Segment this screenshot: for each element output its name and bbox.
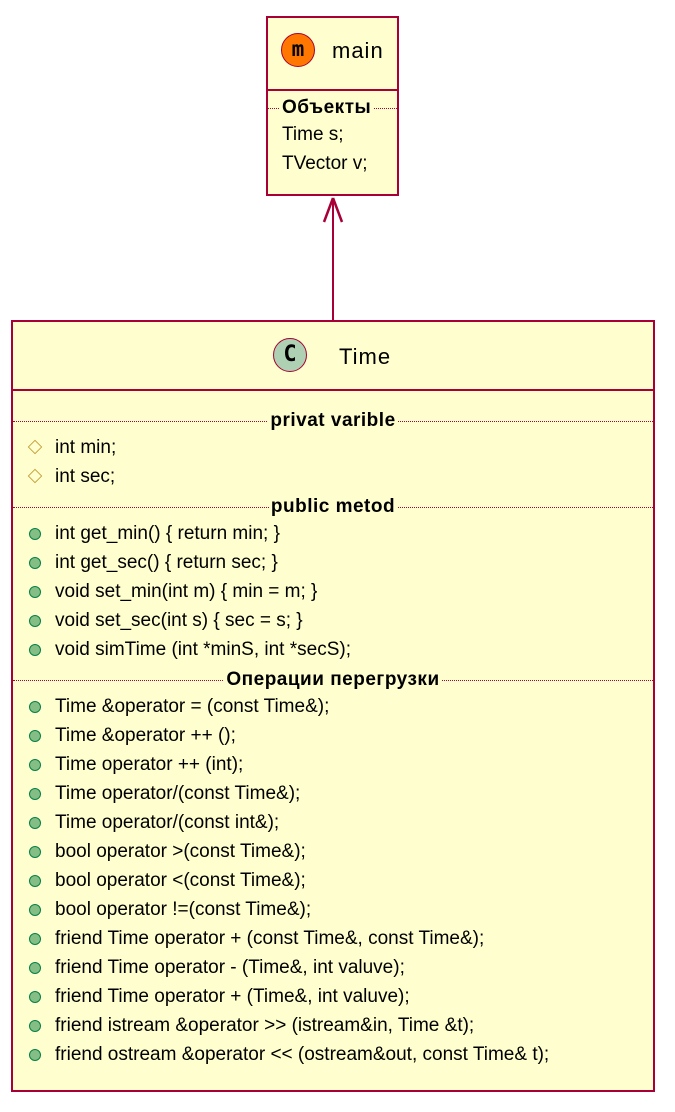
section-title: Операции перегрузки <box>224 668 442 692</box>
public-visibility-icon <box>29 615 41 627</box>
member-text: Time &operator = (const Time&); <box>55 696 330 717</box>
operator-method: bool operator !=(const Time&); <box>13 895 653 924</box>
public-method: void set_min(int m) { min = m; } <box>13 577 653 606</box>
time-class-header: C Time <box>13 322 653 391</box>
public-visibility-icon <box>29 701 41 713</box>
operator-method: friend istream &operator >> (istream&in,… <box>13 1011 653 1040</box>
private-member: int sec; <box>13 462 653 491</box>
public-visibility-icon <box>29 904 41 916</box>
member-text: void simTime (int *minS, int *secS); <box>55 639 351 660</box>
section-separator: privat varible <box>13 409 653 433</box>
section-title: privat varible <box>268 409 398 433</box>
operator-method: Time &operator ++ (); <box>13 721 653 750</box>
time-class-box: C Time privat varible int min; int sec; … <box>11 320 655 1092</box>
private-visibility-icon <box>27 468 43 484</box>
main-field: TVector v; <box>282 153 368 174</box>
member-text: int get_sec() { return sec; } <box>55 552 278 573</box>
member-text: friend istream &operator >> (istream&in,… <box>55 1015 475 1036</box>
time-class-name: Time <box>339 344 392 369</box>
class-stereotype-icon: C <box>273 338 307 372</box>
main-class-box: m main Объекты Time s; TVector v; <box>266 16 399 196</box>
public-visibility-icon <box>29 962 41 974</box>
member-text: bool operator !=(const Time&); <box>55 899 312 920</box>
member-text: int sec; <box>55 466 116 487</box>
public-visibility-icon <box>29 991 41 1003</box>
operator-method: friend Time operator - (Time&, int valuv… <box>13 953 653 982</box>
public-visibility-icon <box>29 788 41 800</box>
section-separator: public metod <box>13 495 653 519</box>
public-visibility-icon <box>29 846 41 858</box>
operator-method: Time &operator = (const Time&); <box>13 692 653 721</box>
public-visibility-icon <box>29 933 41 945</box>
member-text: friend ostream &operator << (ostream&out… <box>55 1044 550 1065</box>
member-text: void set_sec(int s) { sec = s; } <box>55 610 303 631</box>
public-visibility-icon <box>29 730 41 742</box>
public-visibility-icon <box>29 1049 41 1061</box>
public-visibility-icon <box>29 586 41 598</box>
public-visibility-icon <box>29 759 41 771</box>
public-visibility-icon <box>29 1020 41 1032</box>
main-section-title: Объекты <box>280 96 374 120</box>
section-title: public metod <box>268 495 398 519</box>
member-text: friend Time operator + (Time&, int valuv… <box>55 986 410 1007</box>
operator-method: bool operator <(const Time&); <box>13 866 653 895</box>
public-method: int get_sec() { return sec; } <box>13 548 653 577</box>
public-method: void set_sec(int s) { sec = s; } <box>13 606 653 635</box>
main-class-header: m main <box>268 18 397 91</box>
public-visibility-icon <box>29 817 41 829</box>
member-text: bool operator <(const Time&); <box>55 870 306 891</box>
private-visibility-icon <box>27 439 43 455</box>
member-text: int get_min() { return min; } <box>55 523 280 544</box>
module-stereotype-icon: m <box>281 33 315 67</box>
operator-method: friend Time operator + (Time&, int valuv… <box>13 982 653 1011</box>
section-separator: Операции перегрузки <box>13 668 653 692</box>
member-text: int min; <box>55 437 117 458</box>
member-text: Time operator/(const int&); <box>55 812 280 833</box>
member-text: friend Time operator - (Time&, int valuv… <box>55 957 405 978</box>
public-visibility-icon <box>29 557 41 569</box>
member-text: bool operator >(const Time&); <box>55 841 306 862</box>
member-text: Time operator ++ (int); <box>55 754 244 775</box>
public-visibility-icon <box>29 644 41 656</box>
operator-method: Time operator/(const int&); <box>13 808 653 837</box>
operator-method: friend ostream &operator << (ostream&out… <box>13 1040 653 1069</box>
public-method: int get_min() { return min; } <box>13 519 653 548</box>
operator-method: bool operator >(const Time&); <box>13 837 653 866</box>
operator-method: Time operator ++ (int); <box>13 750 653 779</box>
operator-method: friend Time operator + (const Time&, con… <box>13 924 653 953</box>
public-method: void simTime (int *minS, int *secS); <box>13 635 653 664</box>
public-visibility-icon <box>29 528 41 540</box>
main-class-name: main <box>332 38 384 63</box>
member-text: void set_min(int m) { min = m; } <box>55 581 318 602</box>
member-text: friend Time operator + (const Time&, con… <box>55 928 485 949</box>
arrow-head <box>322 197 344 223</box>
private-member: int min; <box>13 433 653 462</box>
member-text: Time operator/(const Time&); <box>55 783 301 804</box>
main-section-separator: Объекты <box>268 96 397 120</box>
member-text: Time &operator ++ (); <box>55 725 236 746</box>
main-field: Time s; <box>282 124 344 145</box>
public-visibility-icon <box>29 875 41 887</box>
operator-method: Time operator/(const Time&); <box>13 779 653 808</box>
